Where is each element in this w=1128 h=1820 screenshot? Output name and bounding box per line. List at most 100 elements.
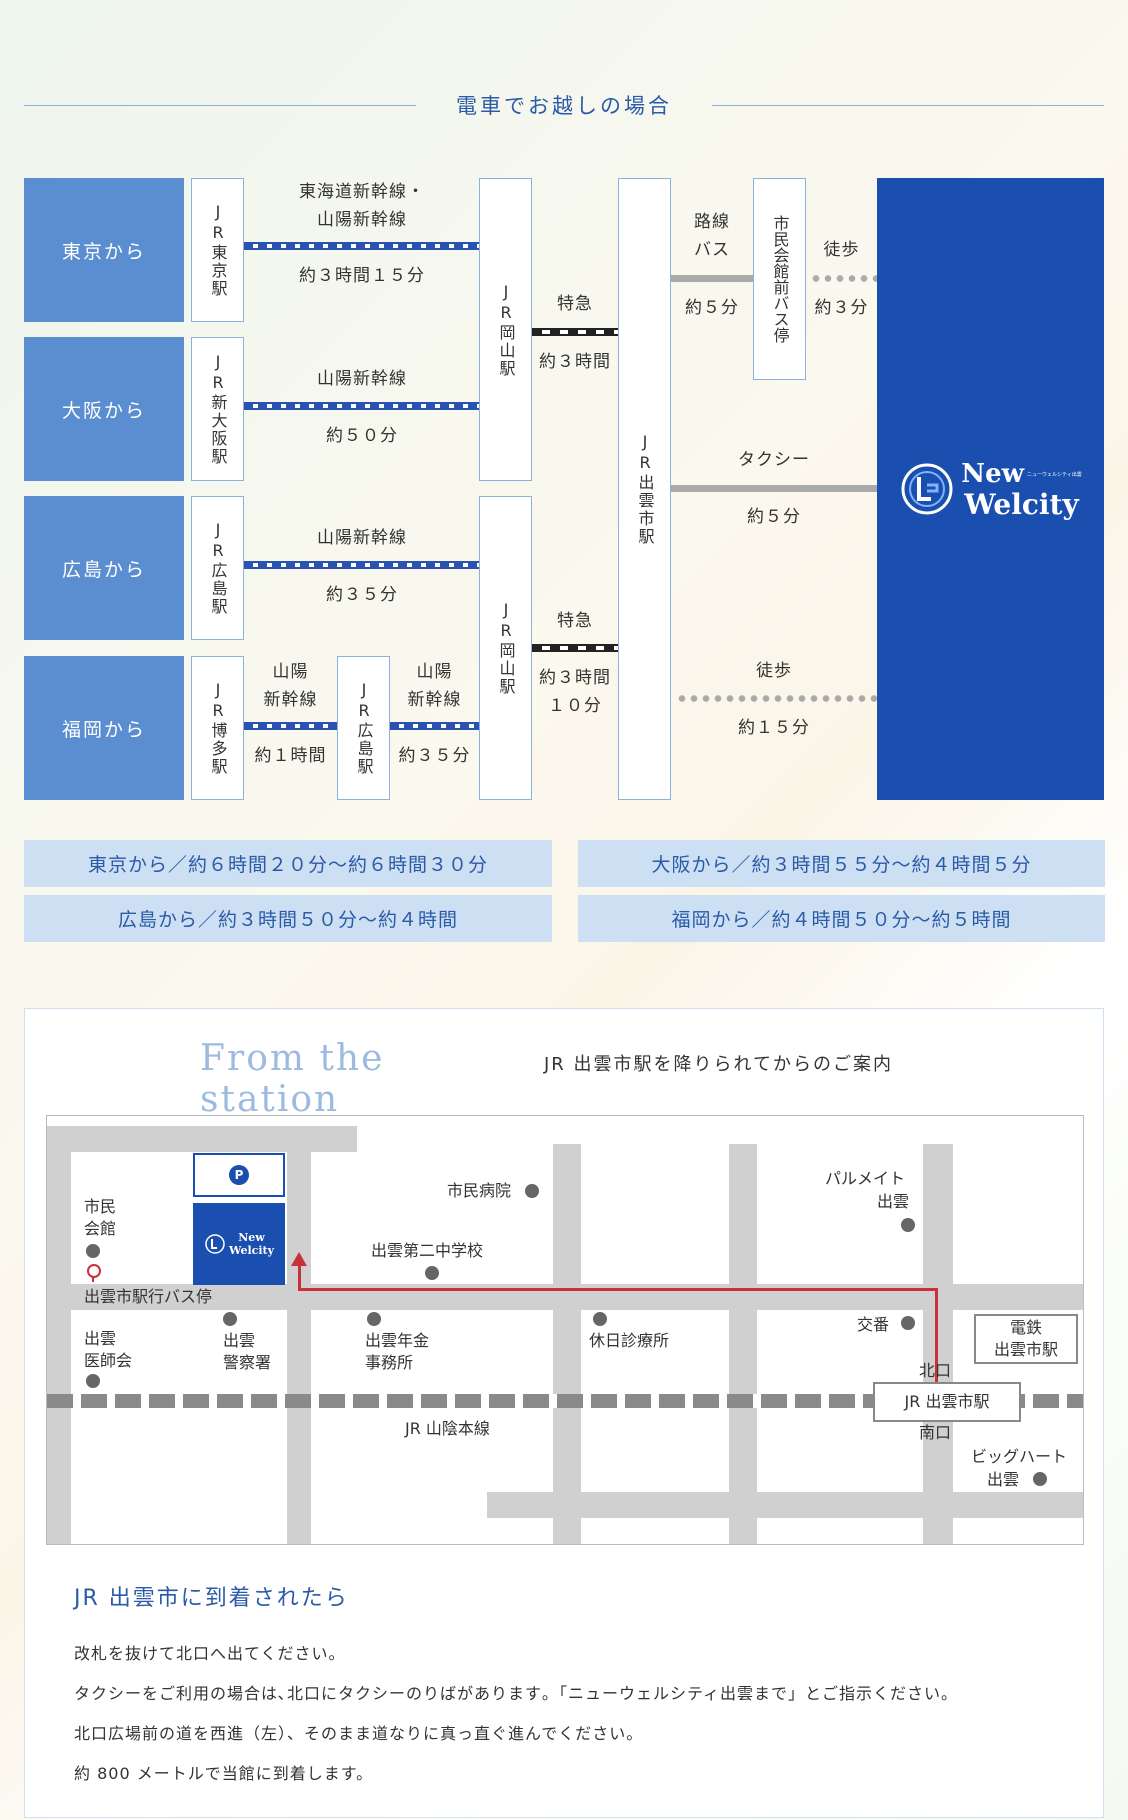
route-express-top: [532, 328, 618, 336]
arrival-title: JR 出雲市に到着されたら: [74, 1586, 349, 1611]
label-nenkin-2: 事務所: [365, 1353, 414, 1372]
route-express-top-name: 特急: [557, 294, 593, 314]
route-express-bottom-time-2: １０分: [548, 696, 602, 716]
route-express-bottom-time-1: 約３時間: [539, 668, 611, 688]
route-osaka-time: 約５０分: [326, 426, 398, 446]
dot-nenkin: [367, 1312, 381, 1326]
railway-sanin-line: [47, 1394, 1083, 1408]
label-minamiguchi: 南口: [919, 1423, 952, 1442]
route-fukuoka-shinkansen-1: [244, 722, 337, 730]
arrival-paragraph-3: 北口広場前の道を西進（左）、そのまま道なりに真っ直ぐ進んでください。: [74, 1724, 644, 1743]
station-jr-shinosaka: JR新大阪駅: [191, 337, 244, 481]
route-walk-long-time: 約１５分: [738, 718, 810, 738]
route-hiroshima-line: 山陽新幹線: [317, 528, 407, 548]
map-welcity-logo-icon: [205, 1234, 225, 1254]
label-dentetsu-1: 電鉄: [1009, 1318, 1042, 1337]
dot-shimin-kaikan: [86, 1244, 100, 1258]
route-fukuoka-line2-b: 新幹線: [407, 690, 462, 710]
welcity-logo-icon: [901, 463, 953, 515]
station-jr-okayama-top: JR岡山駅: [479, 178, 532, 481]
route-arrow-vertical-east: [935, 1288, 938, 1410]
route-taxi-time: 約５分: [747, 507, 801, 527]
label-shimin-byoin: 市民病院: [447, 1181, 512, 1200]
total-fukuoka: 福岡から／約４時間５０分〜約５時間: [578, 895, 1105, 942]
route-walk-long-name: 徒歩: [756, 661, 792, 681]
route-walk-short-time: 約３分: [814, 298, 869, 318]
arrival-paragraph-1: 改札を抜けて北口へ出てください。: [74, 1644, 346, 1663]
total-tokyo: 東京から／約６時間２０分〜約６時間３０分: [24, 840, 552, 887]
dot-daini-chugakko: [425, 1266, 439, 1280]
route-fukuoka-line2-a: 山陽: [416, 662, 453, 682]
station-heading-en: From the station: [200, 1038, 385, 1120]
route-bus-name-2: バス: [694, 240, 730, 260]
map-new-welcity-building: New Welcity: [193, 1203, 285, 1285]
route-bus-time: 約５分: [685, 298, 739, 318]
route-walk-long-line: [676, 695, 877, 702]
route-bus-line: [671, 275, 753, 282]
station-jr-hiroshima: JR広島駅: [191, 496, 244, 640]
label-parumeito-2: 出雲: [877, 1192, 910, 1211]
road-left-vertical: [47, 1126, 71, 1544]
label-parumeito-1: パルメイト: [825, 1169, 906, 1188]
route-arrow-head-icon: [291, 1252, 307, 1266]
station-jr-tokyo: JR東京駅: [191, 178, 244, 322]
road-vertical-3: [729, 1144, 757, 1544]
road-vertical-2: [553, 1144, 581, 1544]
route-hiroshima-time: 約３５分: [326, 585, 398, 605]
label-dentetsu-2: 出雲市駅: [993, 1340, 1058, 1359]
route-taxi-name: タクシー: [738, 450, 810, 470]
route-tokyo-line-1: 東海道新幹線・: [299, 182, 425, 202]
route-fukuoka-time1: 約１時間: [254, 746, 327, 766]
dot-shimin-byoin: [525, 1184, 539, 1198]
map-logo-new: New: [238, 1231, 265, 1244]
label-bigheart-1: ビッグハート: [971, 1447, 1068, 1466]
label-shimin-kaikan-2: 会館: [84, 1219, 117, 1238]
route-fukuoka-line1-b: 新幹線: [263, 690, 318, 710]
arrival-paragraph-2: タクシーをご利用の場合は､北口にタクシーのりばがあります｡「ニューウェルシティ出…: [74, 1684, 959, 1703]
route-fukuoka-time2: 約３５分: [398, 746, 471, 766]
title-rule-left: [24, 105, 416, 106]
dot-kyujitsu: [593, 1312, 607, 1326]
route-walk-short-line: [810, 275, 877, 282]
label-nenkin-1: 出雲年金: [365, 1331, 430, 1350]
parking-icon: P: [229, 1165, 249, 1185]
route-taxi-line: [671, 485, 877, 492]
route-express-bottom-name: 特急: [557, 611, 593, 631]
route-express-top-time: 約３時間: [539, 352, 611, 372]
route-osaka-line: 山陽新幹線: [317, 369, 407, 389]
logo-new-text: New: [961, 458, 1024, 489]
route-express-bottom: [532, 644, 618, 652]
dot-keisatsu: [223, 1312, 237, 1326]
label-ishikai-2: 医師会: [84, 1351, 133, 1370]
label-daini-chugakko: 出雲第二中学校: [371, 1241, 484, 1260]
station-heading-jp: JR 出雲市駅を降りられてからのご案内: [544, 1054, 893, 1075]
station-jr-izumoshi: JR出雲市駅: [618, 178, 671, 800]
label-ishikai-1: 出雲: [84, 1329, 117, 1348]
label-bigheart-2: 出雲: [987, 1470, 1020, 1489]
label-koban: 交番: [857, 1315, 890, 1334]
arrival-paragraph-4: 約 800 メートルで当館に到着します。: [74, 1764, 374, 1783]
dot-ishikai: [86, 1374, 100, 1388]
train-section-title: 電車でお越しの場合: [456, 94, 672, 118]
logo-small-text: ニューウェルシティ出雲: [1027, 471, 1082, 478]
origin-hiroshima: 広島から: [24, 496, 184, 640]
label-sanin-line: JR 山陰本線: [405, 1419, 490, 1438]
parking-lot: P: [193, 1153, 285, 1197]
route-osaka-shinkansen: [244, 402, 479, 410]
station-jr-hiroshima-transfer: JR広島駅: [337, 656, 390, 800]
total-osaka: 大阪から／約３時間５５分〜約４時間５分: [578, 840, 1105, 887]
dot-koban: [901, 1316, 915, 1330]
road-south-horizontal: [487, 1492, 1083, 1518]
station-jr-hakata: JR博多駅: [191, 656, 244, 800]
route-fukuoka-line1-a: 山陽: [272, 662, 309, 682]
label-kyujitsu: 休日診療所: [589, 1331, 670, 1350]
total-hiroshima: 広島から／約３時間５０分〜約４時間: [24, 895, 552, 942]
jr-izumoshi-station-box: JR 出雲市駅: [873, 1382, 1021, 1422]
route-arrow-horizontal: [298, 1288, 938, 1291]
dot-bigheart: [1033, 1472, 1047, 1486]
label-keisatsu-2: 警察署: [223, 1353, 272, 1372]
logo-welcity-text: Welcity: [964, 487, 1079, 521]
origin-osaka: 大阪から: [24, 337, 184, 481]
station-bus-stop: 市民会館前バス停: [753, 178, 806, 380]
